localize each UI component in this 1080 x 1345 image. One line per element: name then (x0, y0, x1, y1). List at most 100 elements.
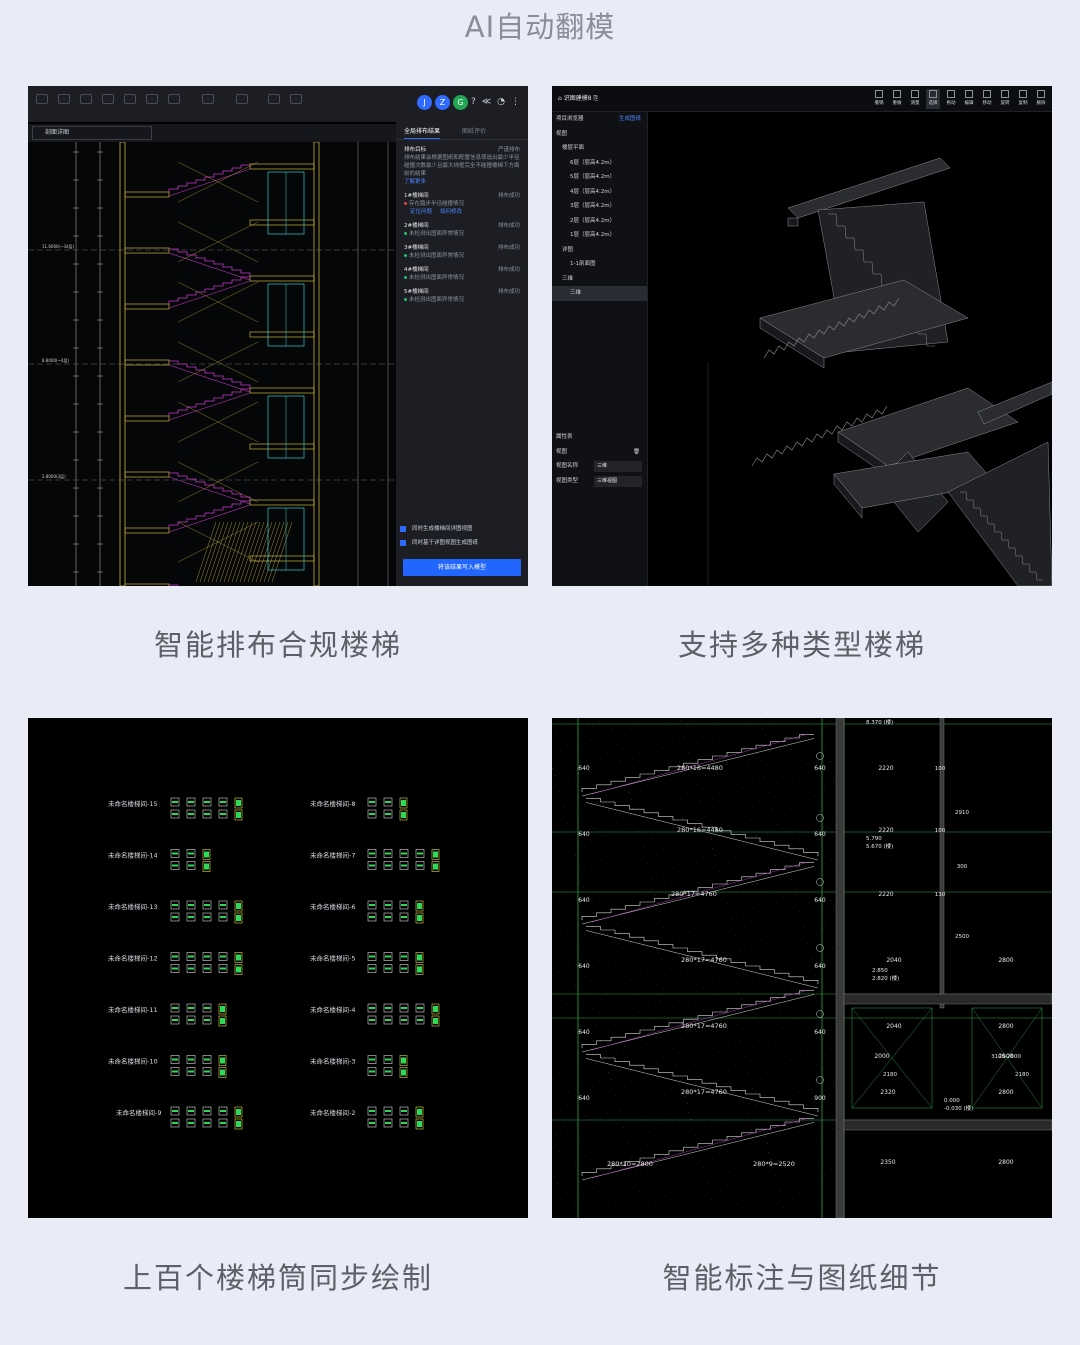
tree-item[interactable]: 视图 (556, 130, 568, 137)
texture-dot (566, 1044, 567, 1045)
toolbar-tool-7[interactable] (164, 92, 184, 116)
tree-item[interactable]: 楼层平面 (562, 145, 585, 151)
stairwell-item[interactable]: 5#楼梯间排布成功未检测出图面异常情况 (404, 288, 520, 304)
texture-dot (658, 952, 659, 953)
avatar[interactable]: J (417, 95, 432, 110)
toolbar-tool-4[interactable] (98, 92, 118, 116)
stairwell-item[interactable]: 3#楼梯间排布成功未检测出图面异常情况 (404, 244, 520, 260)
dim-label: 640 (578, 1095, 590, 1102)
texture-dot (626, 874, 627, 875)
3d-viewport[interactable] (648, 112, 1052, 586)
view-select[interactable]: 剖面详图 (32, 126, 152, 140)
fix-link[interactable]: 如何修改 (440, 209, 463, 215)
toolbar-tool-8[interactable] (198, 92, 218, 116)
tool-3[interactable]: 选择 (926, 89, 940, 109)
tab-global-result[interactable]: 全局排布结果 (404, 126, 441, 139)
tree-item[interactable]: 6层（层高4.2m） (570, 159, 616, 166)
home-icon[interactable]: ⌂ (558, 95, 564, 102)
texture-dot (827, 843, 828, 844)
export-icon[interactable]: ⎘ (591, 95, 599, 102)
view-type-select[interactable]: 三维视图 (594, 475, 642, 487)
texture-dot (740, 730, 741, 731)
texture-dot (634, 1036, 635, 1037)
tool-2[interactable]: 测量 (908, 89, 922, 109)
texture-dot (756, 924, 757, 925)
texture-dot (573, 757, 574, 758)
texture-dot (816, 754, 817, 755)
texture-dot (652, 1148, 653, 1149)
goal-status[interactable]: 严谨排布 (497, 147, 520, 153)
tree-item[interactable]: 4层（层高4.2m） (570, 188, 616, 195)
fix-link[interactable]: 定位问题 (410, 209, 433, 215)
tree-item[interactable]: 2层（层高4.2m） (570, 217, 616, 224)
tree-item[interactable]: 三维 (552, 286, 647, 301)
texture-dot (807, 943, 808, 944)
tool-6[interactable]: 移动 (980, 89, 994, 109)
toolbar-tool-9[interactable] (232, 92, 252, 116)
toolbar-tool-10[interactable] (264, 92, 284, 116)
stairwell-item[interactable]: 2#楼梯间排布成功未检测出图面异常情况 (404, 222, 520, 238)
tool-4[interactable]: 拖动 (944, 89, 958, 109)
stairwell-note-text: 未检测出图面异常情况 (409, 253, 465, 259)
help-icon[interactable]: ? (470, 97, 476, 107)
texture-dot (569, 1051, 570, 1052)
learn-more-link[interactable]: 了解更多 (404, 179, 427, 185)
more-icon[interactable]: ⋮ (511, 97, 520, 107)
texture-dot (609, 851, 610, 852)
tree-item[interactable]: 详图 (562, 246, 574, 253)
tree-item[interactable]: 5层（层高4.2m） (570, 174, 616, 180)
stair-thumb (218, 952, 228, 961)
stairwell-header: 5#楼梯间排布成功 (404, 288, 520, 296)
tool-9[interactable]: 删除 (1034, 89, 1048, 109)
tree-item[interactable]: 1层（层高4.2m） (570, 232, 616, 238)
view-name-field[interactable]: 三维 (594, 461, 642, 472)
share-icon[interactable]: ≪ (481, 97, 492, 107)
tool-7[interactable]: 旋转 (998, 89, 1012, 109)
avatar[interactable]: G (453, 95, 468, 110)
texture-dot (626, 1184, 627, 1185)
option-generate-sheet[interactable]: 同时基于详图视图生成图纸 (400, 536, 478, 550)
checkbox-icon[interactable] (400, 539, 406, 546)
bell-icon[interactable]: ◔ (497, 97, 505, 107)
tool-0[interactable]: 撤销 (872, 89, 886, 109)
delete-icon[interactable]: 🗑 (633, 448, 640, 455)
checkbox-icon[interactable] (400, 525, 406, 532)
tree-item[interactable]: 3层（层高4.2m） (570, 203, 616, 209)
tree-item[interactable]: 1-1剖面图 (570, 261, 596, 267)
avatar[interactable]: Z (435, 95, 450, 110)
option-detail-view[interactable]: 同时生成楼梯间详图视图 (400, 522, 478, 536)
tab-drawing-review[interactable]: 图纸评价 (462, 128, 487, 135)
texture-dot (733, 1017, 734, 1018)
toolbar-tool-11[interactable] (286, 92, 306, 116)
texture-dot (604, 1056, 605, 1057)
texture-dot (666, 804, 667, 805)
texture-dot (661, 829, 662, 830)
toolbar-tool-6[interactable] (142, 92, 162, 116)
texture-dot (775, 1045, 776, 1046)
texture-dot (597, 1163, 598, 1164)
toolbar-tool-1[interactable] (32, 92, 52, 116)
texture-dot (749, 901, 750, 902)
tool-1[interactable]: 重做 (890, 89, 904, 109)
write-to-model-button[interactable]: 将该结果写入模型 (403, 559, 521, 576)
stair-thumb-fill (188, 852, 194, 855)
tree-item[interactable]: 三维 (562, 275, 574, 282)
stair-thumb-fill (433, 1018, 438, 1024)
section-drawing[interactable]: 11.6000(~34层)8.8000(~4层)2.8000(3层) (28, 142, 396, 586)
texture-dot (570, 880, 571, 881)
tool-5[interactable]: 编辑 (962, 89, 976, 109)
stairwell-thumbnails[interactable]: 未命名楼梯间-15未命名楼梯间-14未命名楼梯间-13未命名楼梯间-12未命名楼… (28, 718, 528, 1218)
stair-thumb (170, 912, 180, 922)
annotated-stair-drawing[interactable]: 280*16=4480280*16=4480280*17=4760280*17=… (552, 718, 1052, 1218)
generate-sheet-link[interactable]: 生成图纸 (618, 116, 641, 122)
tool-label: 测量 (910, 101, 920, 106)
tool-8[interactable]: 复制 (1016, 89, 1030, 109)
stairwell-item[interactable]: 4#楼梯间排布成功未检测出图面异常情况 (404, 266, 520, 282)
texture-dot (829, 761, 830, 762)
stair-thumb (383, 952, 393, 961)
toolbar-tool-5[interactable] (120, 92, 140, 116)
stairwell-label: 未命名楼梯间-13 (108, 902, 158, 911)
toolbar-tool-2[interactable] (54, 92, 74, 116)
toolbar-tool-3[interactable] (76, 92, 96, 116)
stairwell-item[interactable]: 1#楼梯间排布成功存在踏步半径碰撞情况定位问题如何修改 (404, 192, 520, 216)
